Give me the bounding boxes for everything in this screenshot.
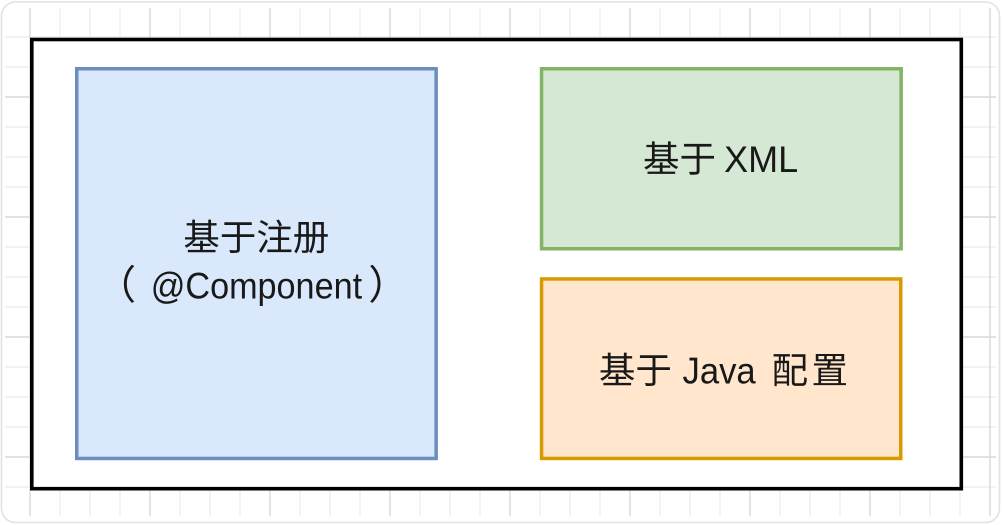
svg-text:XML: XML (724, 139, 798, 180)
svg-text:@Component: @Component (151, 265, 363, 306)
svg-text:Java: Java (683, 350, 757, 391)
